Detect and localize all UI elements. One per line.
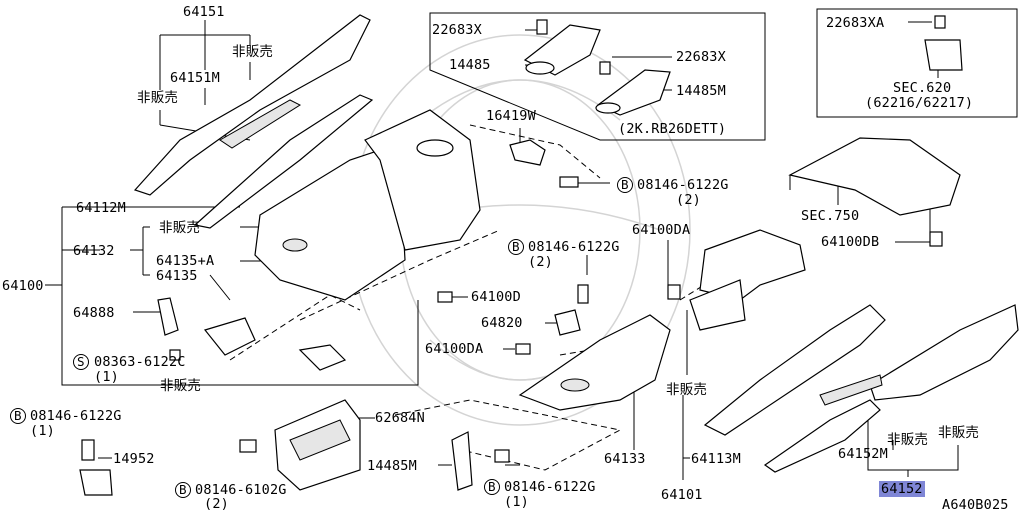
label-64100d: 64100D [471,289,521,305]
label-64101: 64101 [661,487,703,503]
label-64100db: 64100DB [821,234,880,250]
label-64112m: 64112M [76,200,126,216]
label-64100da: 64100DA [425,341,484,357]
part-64820 [437,284,589,355]
label-64888: 64888 [73,305,115,321]
circle-markers [10,177,633,498]
note-engine: (2K.RB26DETT) [618,121,727,137]
label-64135: 64135 [156,268,198,284]
label-screw-08363-6122c: 08363-6122C [94,354,186,370]
note-not-for-sale: 非販売 [137,90,179,106]
label-64100da: 64100DA [632,222,691,238]
label-qty: (2) [676,192,701,208]
label-64133: 64133 [604,451,646,467]
label-64152-highlighted[interactable]: 64152 [879,481,925,497]
circle-b-letter: B [179,482,187,497]
label-qty: (1) [504,494,529,510]
label-bolt-08146-6122g: 08146-6122G [504,479,596,495]
label-64132: 64132 [73,243,115,259]
label-62684n: 62684N [375,410,425,426]
label-qty: (2) [204,496,229,512]
part-wing-brackets [298,344,347,371]
label-bolt-08146-6122g: 08146-6122G [528,239,620,255]
circle-b-letter: B [488,479,496,494]
label-14485m: 14485M [367,458,417,474]
circle-b-letter: B [14,408,22,423]
label-64100: 64100 [2,278,44,294]
part-14485m-bracket [451,431,510,491]
label-bolt-08146-6122g: 08146-6122G [637,177,729,193]
label-14952: 14952 [113,451,155,467]
label-qty: (1) [30,423,55,439]
note-not-for-sale: 非販売 [938,425,980,441]
circle-b-letter: B [621,177,629,192]
label-bolt-08146-6122g: 08146-6122G [30,408,122,424]
note-not-for-sale: 非販売 [887,432,929,448]
note-not-for-sale: 非販売 [232,44,274,60]
part-sec750-member [788,137,961,247]
label-64113m: 64113M [691,451,741,467]
part-64101-apron-rh [518,229,806,411]
label-sec620: SEC.620 [893,80,952,96]
part-64113m-rail [703,304,1019,473]
label-64151: 64151 [183,4,225,20]
circle-b-letter: B [512,239,520,254]
label-sec620-sub: (62216/62217) [865,95,974,111]
part-16419w-bracket [509,139,579,188]
part-62684n-box [239,399,361,491]
label-14485: 14485 [449,57,491,73]
part-64888-bracket [157,297,256,361]
leader-lines [45,20,959,480]
label-qty: (2) [528,254,553,270]
label-bolt-08146-6102g: 08146-6102G [195,482,287,498]
note-not-for-sale: 非販売 [666,382,708,398]
label-22683x: 22683X [432,22,482,38]
part-64100-apron [254,109,481,301]
label-64820: 64820 [481,315,523,331]
part-64151-rail [133,14,374,229]
label-16419w: 16419W [486,108,536,124]
label-64151m: 64151M [170,70,220,86]
circle-s-letter: S [77,354,85,369]
label-64135a: 64135+A [156,253,215,269]
label-64152m: 64152M [838,446,888,462]
diagram-code: A640B025 [942,497,1009,513]
label-22683x: 22683X [676,49,726,65]
label-22683xa: 22683XA [826,15,885,31]
note-not-for-sale: 非販売 [160,378,202,394]
part-14952-bolt [79,439,113,496]
part-22683x-mounts [523,15,963,116]
note-not-for-sale: 非販売 [159,220,201,236]
label-qty: (1) [94,369,119,385]
inset-box-sec620 [816,8,1018,118]
label-14485m: 14485M [676,83,726,99]
inset-box-2k [429,12,766,141]
label-sec750: SEC.750 [801,208,860,224]
